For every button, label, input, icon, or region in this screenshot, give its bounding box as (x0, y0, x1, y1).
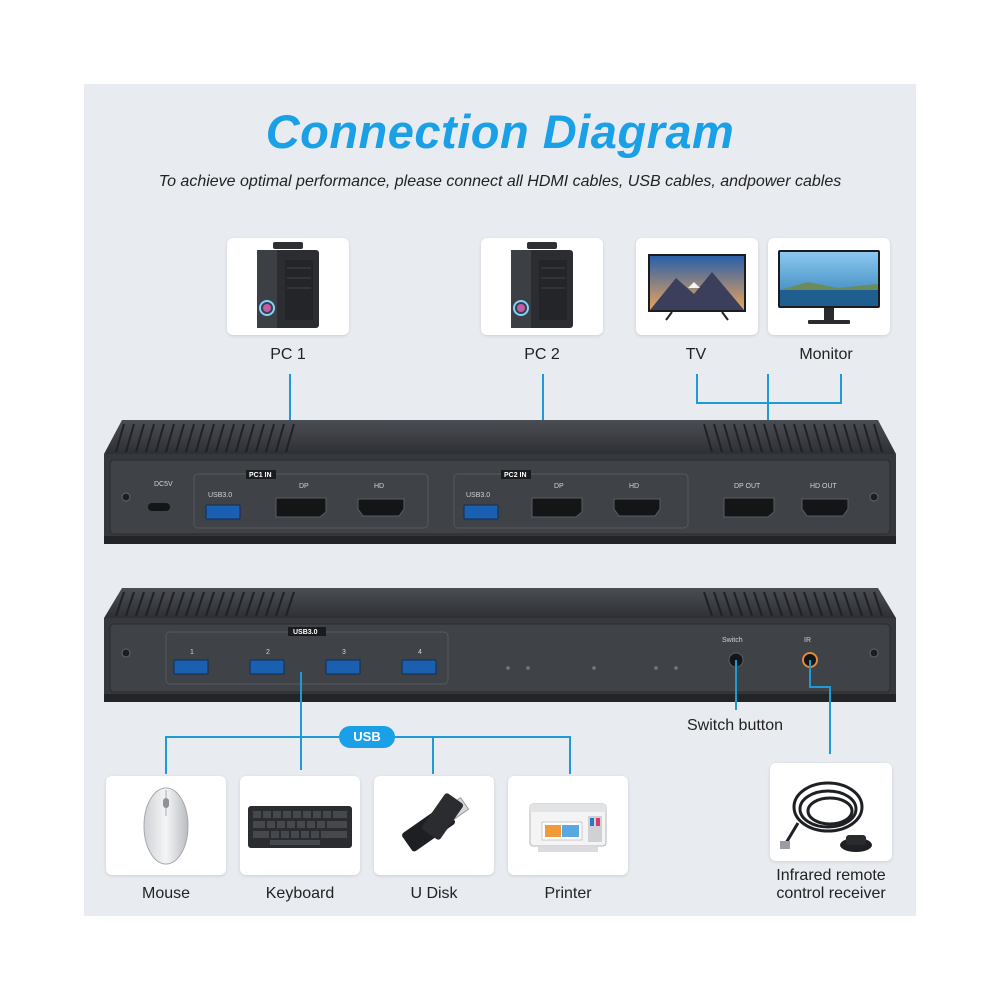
pc1-dp-port (275, 497, 327, 518)
pc-tower-icon (511, 242, 573, 328)
pc2-in-tag: PC2 IN (504, 472, 527, 479)
keyboard-label: Keyboard (265, 885, 335, 902)
tv-cable (696, 374, 698, 404)
pc1-label: PC 1 (270, 346, 306, 363)
ir-cable-v1 (809, 660, 811, 688)
pc2-usb-label: USB3.0 (466, 492, 490, 499)
printer-card (508, 776, 628, 875)
pc1-card (227, 238, 349, 335)
ir-receiver-label-line1: Infrared remote (776, 867, 886, 884)
mouse-label: Mouse (141, 885, 191, 902)
monitor-cable (840, 374, 842, 404)
switch-label: Switch (722, 637, 743, 644)
dc-label: DC5V (154, 481, 173, 488)
switch-button-label: Switch button (686, 717, 784, 734)
ir-receiver-icon (780, 781, 872, 852)
printer-cable (569, 736, 571, 774)
ir-cable-h (809, 686, 831, 688)
page-subtitle: To achieve optimal performance, please c… (158, 173, 842, 190)
pc-tower-icon (257, 242, 319, 328)
tv-card (636, 238, 758, 335)
pc1-hd-label: HD (374, 483, 384, 490)
pc2-usb-port (463, 504, 499, 520)
pc2-card (481, 238, 603, 335)
status-led (526, 666, 530, 670)
usb-port-4-label: 4 (418, 649, 422, 656)
udisk-label: U Disk (410, 885, 458, 902)
ir-receiver-label-line2: control receiver (776, 885, 886, 902)
hdmi-out-port (801, 498, 849, 517)
monitor-label: Monitor (799, 346, 853, 363)
pc1-usb-label: USB3.0 (208, 492, 232, 499)
monitor-card (768, 238, 890, 335)
dc-port (148, 503, 170, 511)
usb-callout-badge: USB (339, 726, 395, 748)
usb-drive-icon (402, 793, 470, 852)
usb-port-1 (173, 659, 209, 675)
keyboard-icon (248, 806, 352, 848)
udisk-card (374, 776, 494, 875)
mouse-icon (143, 787, 189, 865)
usb-port-3 (325, 659, 361, 675)
usb-port-3-label: 3 (342, 649, 346, 656)
hd-out-label: HD OUT (810, 483, 838, 490)
tv-icon (648, 254, 746, 321)
tv-label: TV (685, 346, 707, 363)
pc1-in-tag: PC1 IN (249, 472, 272, 479)
monitor-icon (778, 250, 880, 324)
output-bus-cable (696, 402, 842, 404)
usb-hub-tag: USB3.0 (293, 629, 318, 636)
usb-hub-cable (300, 672, 302, 770)
status-led (592, 666, 596, 670)
ir-cable-v2 (829, 686, 831, 754)
status-led (674, 666, 678, 670)
ir-receiver-card (770, 763, 892, 861)
pc2-dp-label: DP (554, 483, 564, 490)
pc2-label: PC 2 (524, 346, 560, 363)
status-led (654, 666, 658, 670)
kvm-front-panel: DC5V PC1 IN USB3.0 DP HD PC2 IN USB3.0 D… (104, 420, 896, 544)
pc2-hdmi-port (613, 498, 661, 517)
usb-port-4 (401, 659, 437, 675)
dp-out-label: DP OUT (734, 483, 761, 490)
usb-port-1-label: 1 (190, 649, 194, 656)
keyboard-card (240, 776, 360, 875)
pc1-hdmi-port (357, 498, 405, 517)
printer-label: Printer (544, 885, 592, 902)
printer-icon (529, 803, 607, 852)
pc2-dp-port (531, 497, 583, 518)
page-title: Connection Diagram (265, 105, 735, 158)
usb-port-2 (249, 659, 285, 675)
pc1-dp-label: DP (299, 483, 309, 490)
pc1-usb-port (205, 504, 241, 520)
ir-label: IR (804, 637, 811, 644)
udisk-cable (432, 736, 434, 774)
mouse-card (106, 776, 226, 875)
status-led (506, 666, 510, 670)
usb-port-2-label: 2 (266, 649, 270, 656)
dp-out-port (723, 497, 775, 518)
switch-callout-cable (735, 660, 737, 710)
pc2-hd-label: HD (629, 483, 639, 490)
mouse-cable (165, 736, 167, 774)
kvm-back-panel: USB3.0 1 2 3 4 Switch IR (104, 588, 896, 702)
